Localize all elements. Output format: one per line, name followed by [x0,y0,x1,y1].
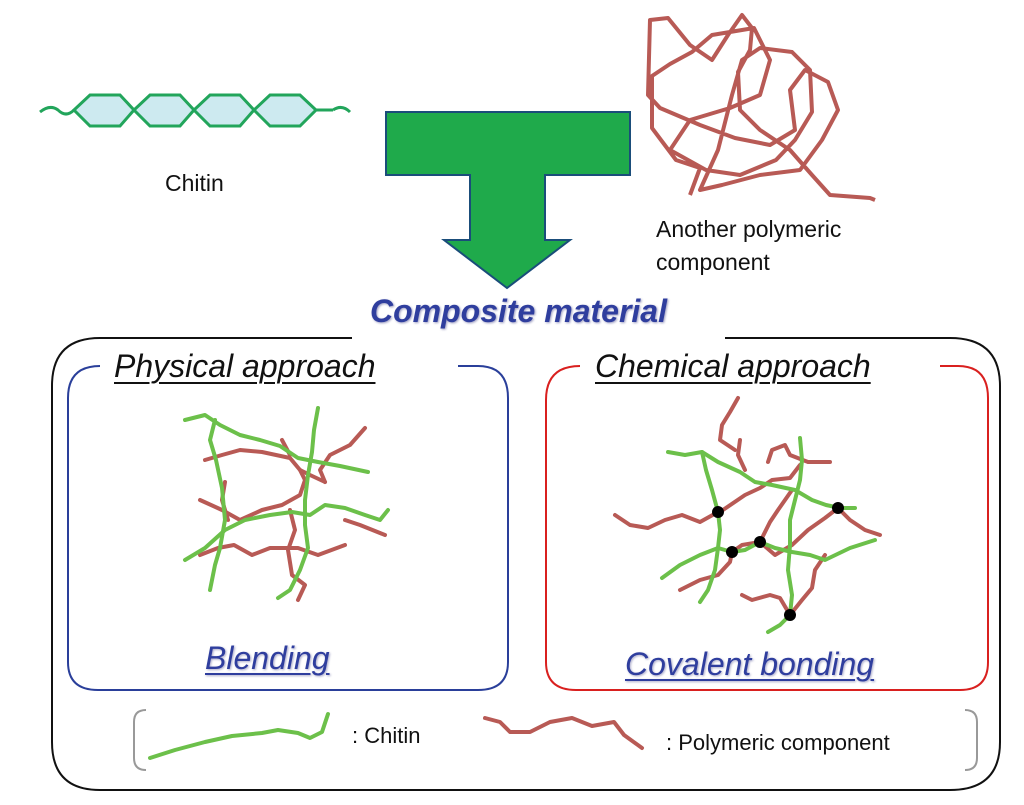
legend-bracket-left [133,709,147,771]
chitin-molecule [39,93,352,128]
polymer-label: Another polymeric component [656,213,841,279]
legend-chitin-label: : Chitin [352,723,421,748]
legend-chitin-line [148,712,330,760]
physical-approach-title: Physical approach [108,348,382,385]
polymer-coil [646,13,876,202]
polymer-label-line1: Another polymeric [656,216,842,242]
chemical-approach-title: Chemical approach [589,348,877,385]
chitin-label: Chitin [165,170,224,196]
physical-box [67,365,509,691]
legend-bracket-right [964,709,978,771]
composite-box [51,337,1001,791]
legend-polymer-line [483,716,644,750]
polymer-label-line2: component [656,249,770,275]
blending-label: Blending [205,640,330,676]
covalent-network [613,396,882,634]
combine-arrow [385,111,631,290]
legend-polymer-label: : Polymeric component [666,730,890,755]
chemical-box [545,365,989,691]
blending-network [183,406,390,602]
covalent-bonding-label: Covalent bonding [625,646,875,682]
composite-title: Composite material [362,293,675,330]
